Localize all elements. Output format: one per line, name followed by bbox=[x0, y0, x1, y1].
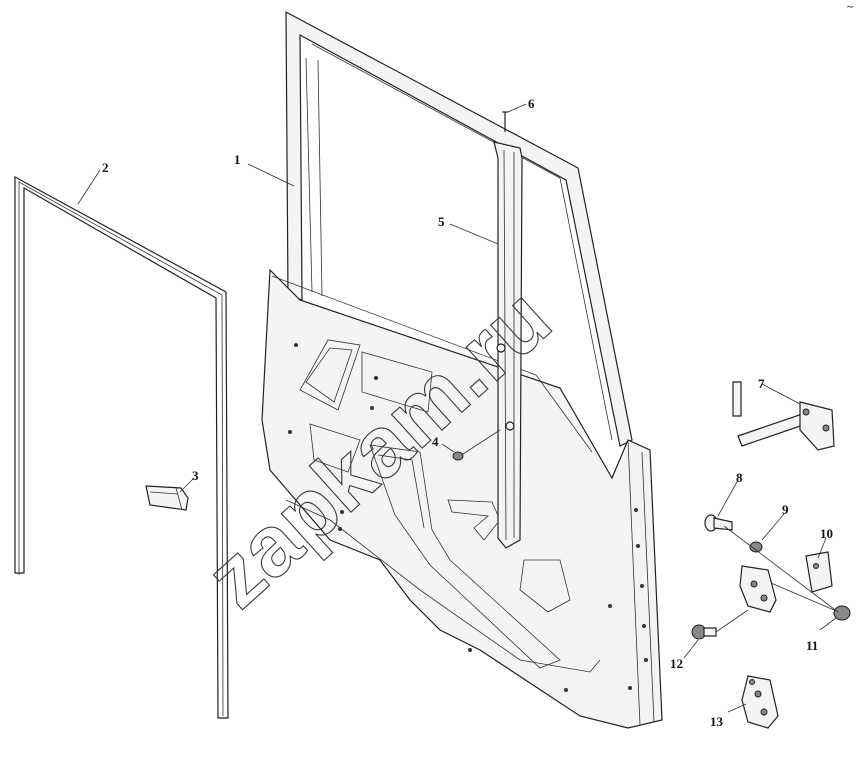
door-check-strap-part bbox=[732, 381, 835, 451]
callout-5: 5 bbox=[438, 214, 445, 229]
hinge-13-part bbox=[741, 675, 779, 729]
callout-9: 9 bbox=[782, 502, 789, 517]
screw-4-part bbox=[452, 429, 501, 461]
callout-10: 10 bbox=[820, 526, 833, 541]
callout-12: 12 bbox=[670, 656, 683, 671]
hinge-plate-part bbox=[805, 551, 833, 593]
callout-11: 11 bbox=[806, 638, 818, 653]
callout-6: 6 bbox=[528, 96, 535, 111]
leader-lines bbox=[77, 103, 837, 713]
bolt-11-part bbox=[763, 579, 851, 621]
callout-3: 3 bbox=[192, 468, 199, 483]
corner-mark: ~ bbox=[846, 2, 854, 13]
callout-4: 4 bbox=[432, 434, 439, 449]
bolt-12-part bbox=[691, 609, 749, 640]
hinge-body-part bbox=[723, 525, 839, 613]
door-seal-part bbox=[14, 175, 229, 719]
callout-13: 13 bbox=[710, 714, 724, 729]
callout-labels: 1 2 3 4 5 6 7 8 9 10 11 12 13 bbox=[102, 96, 833, 729]
window-guide-rail-part bbox=[493, 141, 523, 549]
door-body-part bbox=[261, 10, 663, 729]
handle-part bbox=[145, 485, 189, 511]
bolt-8-part bbox=[704, 514, 733, 532]
callout-8: 8 bbox=[736, 470, 743, 485]
callout-2: 2 bbox=[102, 160, 109, 175]
screw-6-part bbox=[502, 111, 508, 132]
callout-1: 1 bbox=[234, 152, 241, 167]
washer-part bbox=[749, 541, 763, 553]
callout-7: 7 bbox=[758, 376, 765, 391]
